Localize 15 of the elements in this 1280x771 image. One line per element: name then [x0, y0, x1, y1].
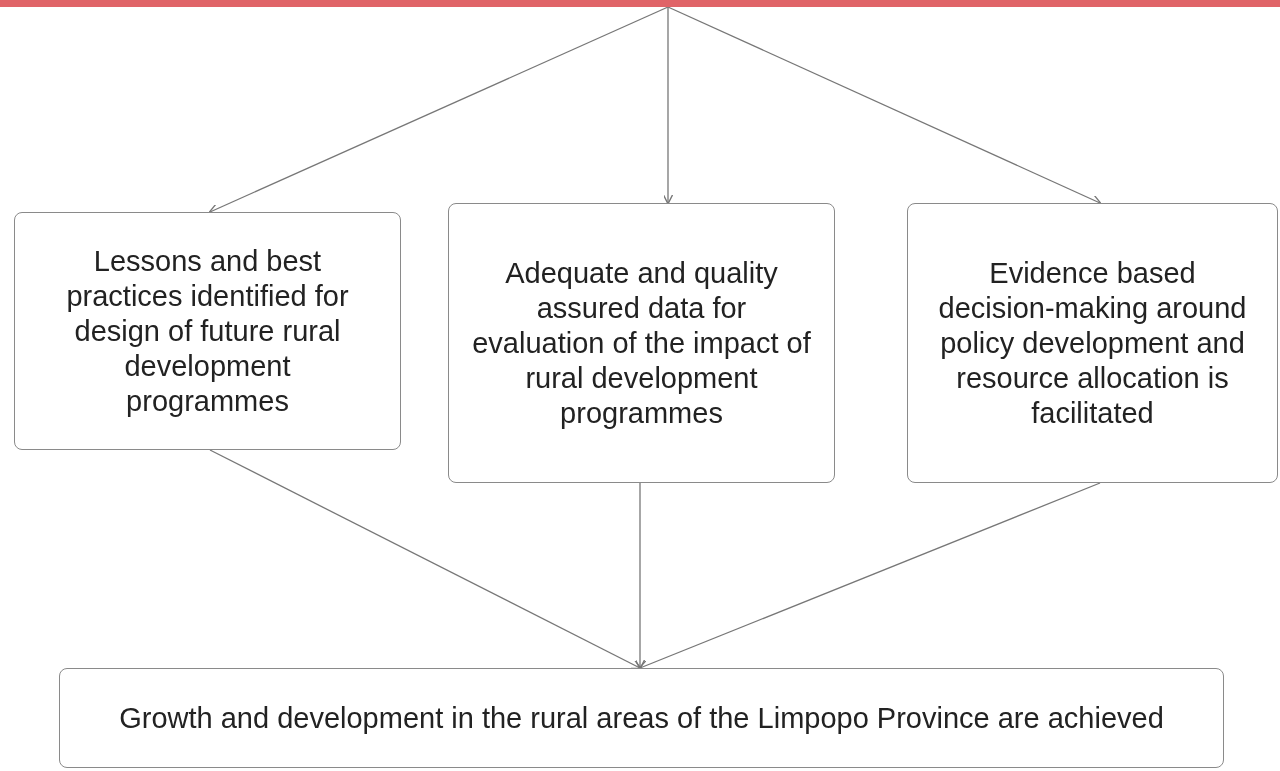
box-text: Adequate and quality assured data for evaluation of the impact of rural development programmes — [471, 255, 812, 431]
header-band — [0, 0, 1280, 7]
process-box — [14, 212, 401, 450]
box-text: Evidence based decision-making around policy development and resource allocation is facilitated — [937, 255, 1248, 431]
arrow — [667, 6, 1102, 205]
arrow — [208, 6, 669, 214]
arrow — [209, 449, 642, 670]
arrow — [662, 6, 674, 205]
process-box — [907, 203, 1278, 483]
box-text: Lessons and best practices identified for design of future rural development programmes — [65, 243, 350, 419]
arrow — [638, 482, 1101, 670]
process-box — [448, 203, 835, 483]
box-text: Growth and development in the rural areas of the Limpopo Province are achieved — [119, 700, 1164, 736]
process-box — [59, 668, 1224, 768]
arrow — [634, 482, 646, 670]
